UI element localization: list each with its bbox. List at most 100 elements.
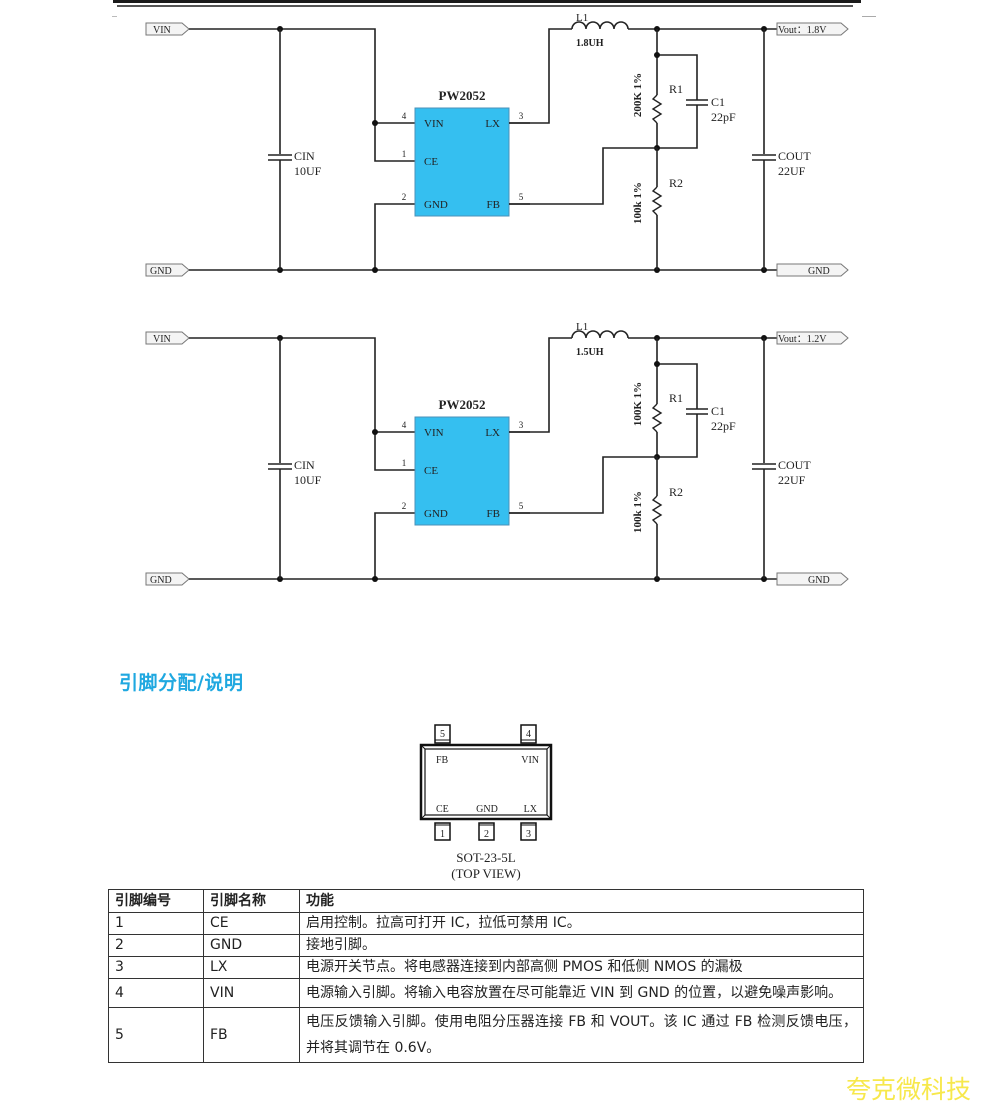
l1-value: 1.5UH	[576, 347, 604, 358]
ic-pin-number: 4	[402, 420, 407, 430]
package-label-fb: FB	[436, 755, 449, 766]
ic-pin-name: GND	[424, 199, 448, 211]
gnd-port-left-label: GND	[150, 575, 172, 586]
c1-wire-bottom	[657, 105, 698, 149]
svg-text:3: 3	[526, 829, 531, 840]
package-pin-1: 1	[434, 822, 451, 841]
section-title: 引脚分配/说明	[119, 672, 244, 694]
ic-pin-number: 4	[402, 111, 407, 121]
ic-pin-name: CE	[424, 465, 438, 477]
table-row: 1 CE 启用控制。拉高可打开 IC，拉低可禁用 IC。	[108, 912, 864, 935]
port-shape	[776, 331, 849, 345]
cout-ref: COUT	[778, 458, 811, 472]
c1-value: 22pF	[711, 110, 736, 124]
ic-pin-number: 2	[402, 501, 407, 511]
gnd-port-right-label: GND	[808, 266, 830, 277]
l1-value: 1.8UH	[576, 38, 604, 49]
package-label-ce: CE	[436, 804, 449, 815]
ic-name: PW2052	[439, 397, 486, 412]
c1-value: 22pF	[711, 419, 736, 433]
vout-port: Vout：1.2V	[776, 331, 849, 345]
junction-dot	[372, 267, 378, 273]
svg-text:4: 4	[526, 729, 531, 740]
schematic-1v2: VINGNDCIN10UFPW20524VIN1CE2GND3LX5FBL11.…	[145, 321, 849, 586]
ic-pin-name: FB	[487, 508, 500, 520]
fb-wire	[509, 456, 657, 514]
ic-pin-name: VIN	[424, 118, 444, 130]
table-header-row: 引脚编号 引脚名称 功能	[108, 889, 864, 913]
pin-number: 5	[108, 1007, 204, 1063]
header-function: 功能	[299, 889, 864, 913]
gnd-port-left: GND	[145, 572, 190, 586]
pin-name: GND	[203, 934, 300, 957]
port-shape	[145, 22, 190, 36]
vout-port-label: Vout：1.8V	[778, 25, 827, 36]
header-pin-name: 引脚名称	[203, 889, 300, 913]
table-row: 4 VIN 电源输入引脚。将输入电容放置在尽可能靠近 VIN 到 GND 的位置…	[108, 978, 864, 1008]
vin-port: VIN	[145, 331, 190, 345]
vin-port-label: VIN	[153, 25, 171, 36]
port-shape	[776, 263, 849, 277]
pin-name: VIN	[203, 978, 300, 1008]
table-row: 3 LX 电源开关节点。将电感器连接到内部高侧 PMOS 和低侧 NMOS 的漏…	[108, 956, 864, 979]
package-body-outer	[419, 743, 553, 821]
l1-inductor-icon	[571, 330, 629, 339]
ic-name: PW2052	[439, 88, 486, 103]
pin-name: LX	[203, 956, 300, 979]
port-shape	[145, 263, 190, 277]
ic-pin-name: FB	[487, 199, 500, 211]
pin-function: 启用控制。拉高可打开 IC，拉低可禁用 IC。	[299, 912, 864, 935]
gnd-port-left-label: GND	[150, 266, 172, 277]
package-label-gnd: GND	[476, 804, 498, 815]
page-header-rule-thin	[117, 5, 853, 7]
r2-ref: R2	[669, 485, 683, 499]
r1-ref: R1	[669, 391, 683, 405]
l1-ref: L1	[576, 321, 588, 333]
ic-body	[414, 416, 510, 526]
page-header-rule	[113, 0, 861, 3]
cin-value: 10UF	[294, 473, 322, 487]
l1-inductor-icon	[571, 21, 629, 30]
junction-dot	[654, 52, 660, 58]
cout-ref: COUT	[778, 149, 811, 163]
package-name: SOT-23-5L	[456, 850, 516, 865]
vin-rail	[189, 337, 415, 433]
pin-number: 4	[108, 978, 204, 1008]
ic-pin-name: CE	[424, 156, 438, 168]
table-row: 2 GND 接地引脚。	[108, 934, 864, 957]
svg-text:5: 5	[440, 729, 445, 740]
margin-mark-left	[112, 16, 117, 17]
ic-pin-name: GND	[424, 508, 448, 520]
vin-port: VIN	[145, 22, 190, 36]
r1-value: 200K 1%	[632, 73, 644, 117]
schematic-1v8: VINGNDCIN10UFPW20524VIN1CE2GND3LX5FBL11.…	[145, 12, 849, 277]
cin-ref: CIN	[294, 149, 315, 163]
vout-port: Vout：1.8V	[776, 22, 849, 36]
c1-ref: C1	[711, 95, 725, 109]
cout-value: 22UF	[778, 473, 806, 487]
junction-dot	[372, 120, 378, 126]
package-view: (TOP VIEW)	[451, 866, 520, 881]
cin-value: 10UF	[294, 164, 322, 178]
pin-number: 2	[108, 934, 204, 957]
lx-wire	[509, 337, 572, 433]
pin-number: 1	[108, 912, 204, 935]
pin-function: 电压反馈输入引脚。使用电阻分压器连接 FB 和 VOUT。该 IC 通过 FB …	[299, 1007, 864, 1063]
package-pin-2: 2	[478, 822, 495, 841]
r1-ref: R1	[669, 82, 683, 96]
junction-dot	[654, 361, 660, 367]
ic-pin-number: 5	[519, 192, 524, 202]
cin-capacitor-icon	[268, 154, 292, 161]
c1-capacitor-icon	[686, 99, 708, 106]
ce-tie	[374, 432, 415, 471]
ic-pin-number: 5	[519, 501, 524, 511]
svg-text:1: 1	[440, 829, 445, 840]
pin-function: 接地引脚。	[299, 934, 864, 957]
port-shape	[145, 572, 190, 586]
pin-number: 3	[108, 956, 204, 979]
ce-tie	[374, 123, 415, 162]
ic-pin-number: 3	[519, 111, 524, 121]
margin-mark-right	[862, 16, 876, 17]
ic-pin-name: LX	[485, 118, 500, 130]
ic-pin-number: 1	[402, 149, 407, 159]
